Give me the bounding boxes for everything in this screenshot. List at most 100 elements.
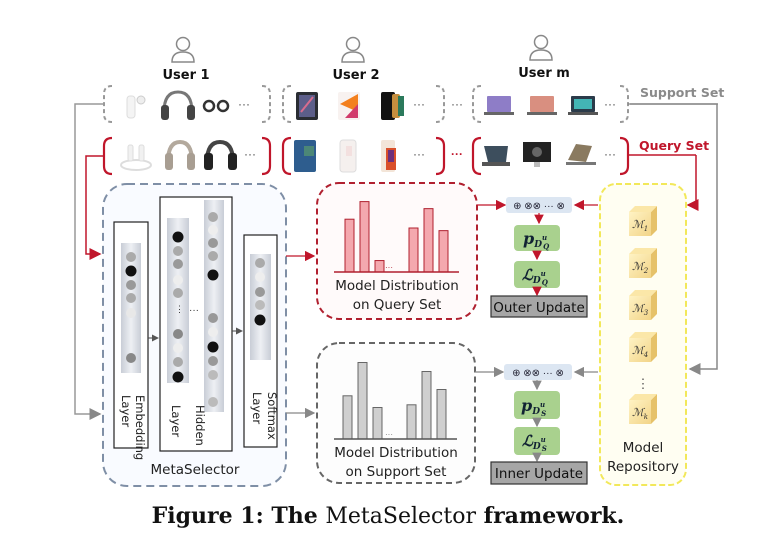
vdots: ⋮ [637,376,650,391]
query-to-metaselector-arrow [85,155,104,260]
ellipsis: ··· [413,147,425,161]
loss-box [514,427,560,455]
tablet-icon [296,92,318,120]
model-label: ℳ2 [632,260,649,275]
caption-name: MetaSelector [325,504,476,529]
laptop-icon [527,96,557,115]
outer-update-button[interactable] [490,295,588,318]
bracket-close [435,85,445,123]
query-distribution-label: Model Distribution [335,278,459,294]
phone-icon [381,140,396,172]
ellipsis: ··· [451,97,463,111]
headphones-icon [165,139,195,170]
repository-label: Model [623,440,664,456]
user-m: User m [518,34,570,81]
metaselector-module: Embedding Layer ⋮ ··· [102,183,287,487]
probability-box [514,391,560,419]
ellipsis: ··· [604,147,616,161]
operator-box [504,364,572,380]
bracket-open [102,136,113,176]
outer-update-label: Outer Update [493,300,585,316]
ellipsis: ··· [244,147,256,161]
laptop-icon [568,96,598,115]
query-set-connector [686,155,699,211]
laptop-icon [484,96,514,115]
user-label: User 2 [332,68,379,83]
ellipsis: ··· [451,147,463,161]
bracket-close [261,85,271,123]
laptop-icon [482,146,510,166]
distribution-bar [344,218,355,273]
user-1: User 1 [162,36,210,83]
model-cube-icon: ℳ4 [629,332,657,362]
ellipsis: ··· [238,97,250,111]
operators: ⊕ ⊗⊗ ··· ⊗ [512,368,564,379]
desktop-monitor-icon [523,142,551,167]
distribution-bar [423,208,434,273]
bracket-close [619,85,629,123]
model-label: ℳ1 [632,218,648,233]
query-distribution-label-2: on Query Set [353,297,442,313]
support-distribution-box: ··· Model Distribution on Support Set [316,342,476,484]
softmax-layer-label-2: Layer [250,392,264,424]
hidden-layer-label: Hidden [193,405,207,446]
bracket-open [472,85,482,123]
user-label: User m [518,66,570,81]
bracket-open [103,85,113,123]
distribution-bar [374,260,385,273]
support-distribution-label: Model Distribution [334,445,458,461]
model-label: ℳ3 [632,302,649,317]
support-set-row: ··· ··· ··· [74,85,724,420]
sport-earbuds-icon [202,99,230,113]
ellipsis: ··· [604,97,616,111]
user-icon [341,36,365,63]
model-label: ℳk [632,406,648,421]
query-set-row: ··· ··· ··· ··· [85,136,709,260]
distribution-bar [438,230,449,273]
bars-ellipsis: ··· [385,263,393,272]
distribution-bar [406,404,417,440]
probability-box [514,225,560,251]
phone-icon [339,139,357,173]
caption-suffix: framework. [475,503,625,529]
model-cube-icon: ℳ1 [629,206,657,236]
ellipsis: ··· [413,97,425,111]
softmax-layer-label: Softmax [265,392,279,440]
bracket-open [282,85,292,123]
phone-icon [381,92,404,120]
embedding-layer-label-2: Layer [119,395,133,427]
user-icon [171,36,195,63]
tablet-icon [294,140,316,172]
hidden-layer-label-2: Layer [169,405,183,437]
query-distribution-box: ··· Model Distribution on Query Set [316,182,478,320]
softmax-layer: Softmax Layer [243,234,279,448]
headphones-icon [161,90,195,120]
bracket-close [619,136,630,176]
laptop-convertible-icon [566,144,596,165]
distribution-bar [357,362,368,440]
vdots: ⋮ [175,304,184,314]
model-label: ℳ4 [632,344,648,359]
query-set-label: Query Set [639,138,709,153]
distribution-bar [342,395,353,440]
bracket-open [281,136,292,176]
user-label: User 1 [162,68,209,83]
metaselector-title: MetaSelector [151,462,240,478]
user-2: User 2 [332,36,380,83]
caption-prefix: Figure 1: The [151,503,326,529]
operator-box [506,197,572,213]
bracket-close [435,136,446,176]
inner-update-button[interactable] [490,461,588,485]
distribution-bar [359,201,370,273]
support-set-label: Support Set [640,85,724,100]
model-cube-icon: ℳ2 [629,248,657,278]
neckband-earphones-icon [120,144,152,171]
distribution-bar [421,371,432,440]
hidden-layer: ⋮ ··· Hidden Layer [159,196,233,452]
